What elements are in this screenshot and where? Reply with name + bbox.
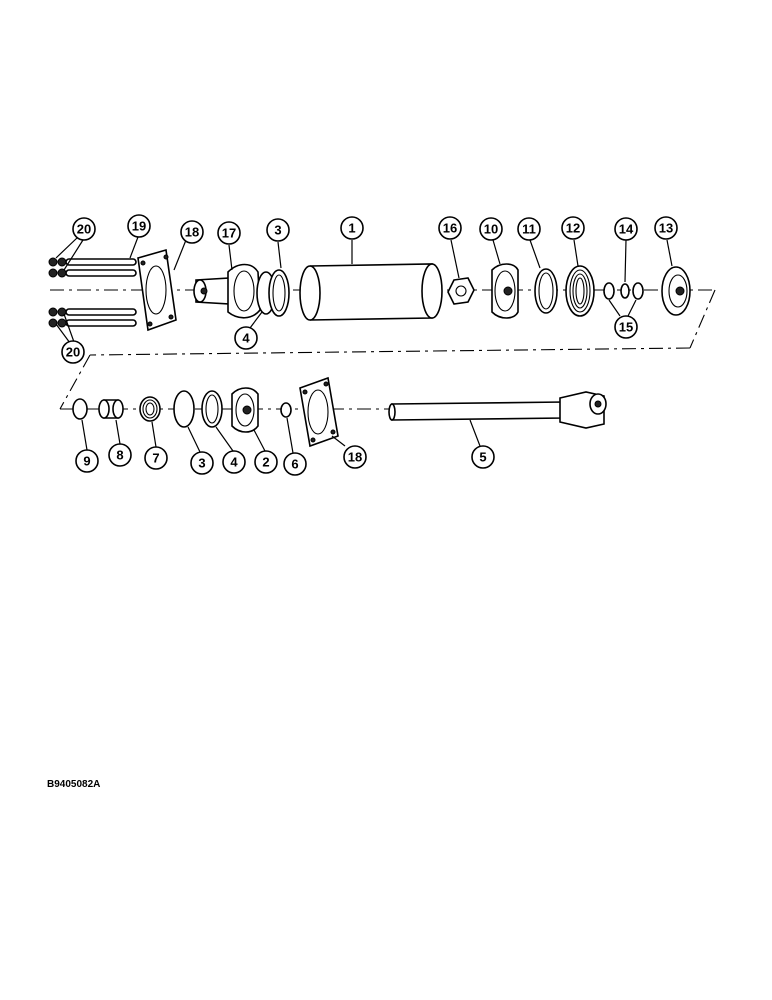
svg-text:20: 20: [66, 345, 80, 360]
piston-seal: [565, 265, 595, 317]
callout-3-top: 3: [266, 218, 290, 242]
callout-18-top: 18: [180, 220, 204, 244]
svg-text:8: 8: [116, 448, 123, 463]
callout-13: 13: [654, 216, 678, 240]
callout-14: 14: [614, 217, 638, 241]
callout-12: 12: [561, 216, 585, 240]
svg-text:13: 13: [659, 221, 673, 236]
callout-20-top: 20: [72, 217, 96, 241]
callout-7: 7: [144, 446, 168, 470]
callout-8: 8: [108, 443, 132, 467]
svg-text:17: 17: [222, 226, 236, 241]
small-ring-6: [280, 402, 292, 418]
drawing-code: B9405082A: [47, 779, 101, 790]
callout-19: 19: [127, 214, 151, 238]
o-ring-bottom: [173, 390, 195, 428]
callout-15: 15: [614, 315, 638, 339]
leader-lines: [55, 236, 673, 454]
svg-text:10: 10: [484, 222, 498, 237]
svg-text:5: 5: [479, 450, 486, 465]
flange-plate-bottom: [299, 376, 339, 448]
rod-gland: [661, 266, 691, 316]
callout-2: 2: [254, 450, 278, 474]
svg-text:4: 4: [230, 455, 238, 470]
svg-text:15: 15: [619, 320, 633, 335]
small-rings: [603, 282, 644, 300]
callout-9: 9: [75, 449, 99, 473]
callout-4-top: 4: [234, 326, 258, 350]
tie-rod-set: [48, 257, 137, 328]
svg-text:18: 18: [348, 450, 362, 465]
svg-text:6: 6: [291, 457, 298, 472]
callout-16: 16: [438, 216, 462, 240]
svg-text:16: 16: [443, 221, 457, 236]
svg-text:3: 3: [198, 456, 205, 471]
callout-6: 6: [283, 452, 307, 476]
svg-text:4: 4: [242, 331, 250, 346]
bushing: [98, 399, 124, 419]
piston: [491, 263, 519, 319]
svg-text:14: 14: [619, 222, 634, 237]
svg-text:2: 2: [262, 455, 269, 470]
seal-rings-top: [256, 269, 290, 317]
callout-5: 5: [471, 445, 495, 469]
svg-text:19: 19: [132, 219, 146, 234]
svg-text:11: 11: [522, 222, 536, 237]
backup-ring-bottom: [201, 390, 223, 428]
barrel: [299, 263, 443, 321]
clevis-cap: [193, 263, 261, 319]
svg-text:1: 1: [348, 221, 355, 236]
svg-text:18: 18: [185, 225, 199, 240]
callout-4-bottom: 4: [222, 450, 246, 474]
svg-text:7: 7: [152, 451, 159, 466]
svg-text:12: 12: [566, 221, 580, 236]
callout-18-bottom: 18: [343, 445, 367, 469]
svg-text:3: 3: [274, 223, 281, 238]
callout-20-bottom: 20: [61, 340, 85, 364]
piston-nut: [447, 277, 475, 305]
flange-plate-top: [137, 248, 177, 332]
wear-ring: [534, 268, 558, 314]
callout-10: 10: [479, 217, 503, 241]
rod-wiper: [72, 398, 88, 420]
svg-text:20: 20: [77, 222, 91, 237]
gland-head: [231, 387, 259, 433]
rod-seal: [139, 396, 161, 422]
callout-17: 17: [217, 221, 241, 245]
callout-1: 1: [340, 216, 364, 240]
callout-3-bottom: 3: [190, 451, 214, 475]
callout-11: 11: [517, 217, 541, 241]
svg-text:9: 9: [83, 454, 90, 469]
piston-rod: [388, 391, 607, 429]
